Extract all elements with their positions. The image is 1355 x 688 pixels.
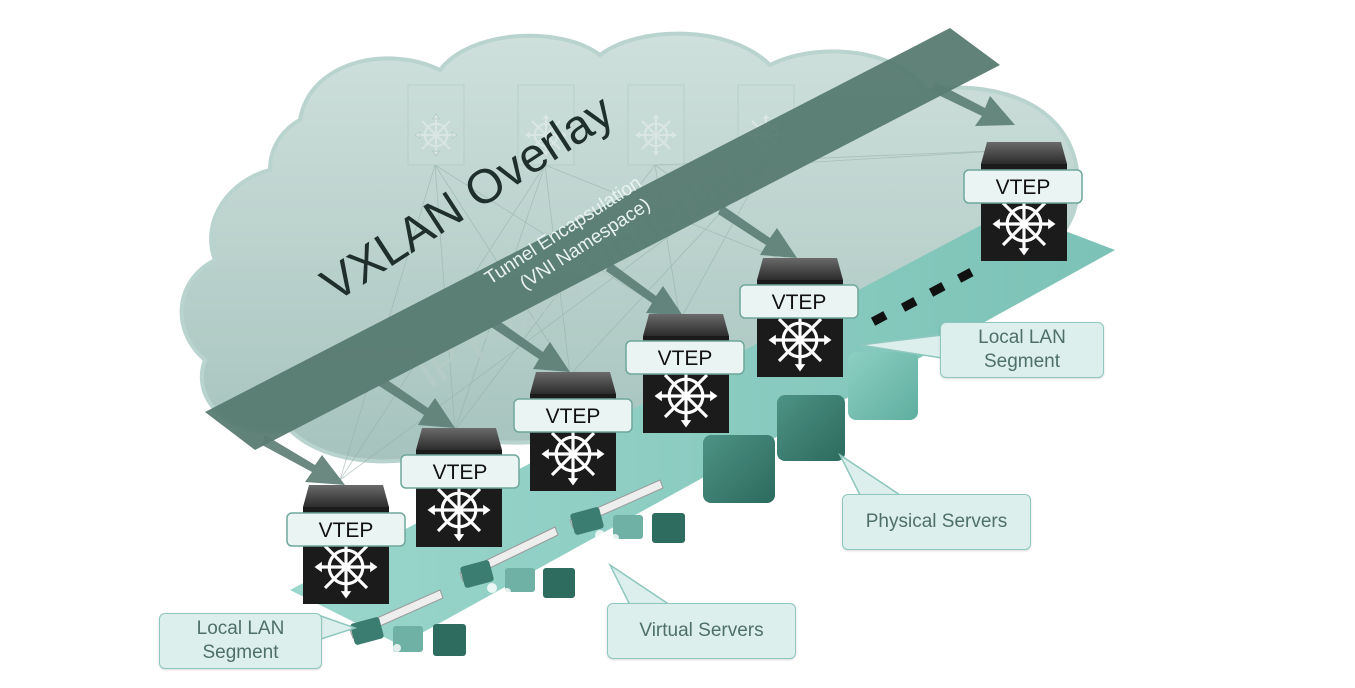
callout-local-lan-bottom-line2: Segment	[202, 642, 279, 663]
callout-local-lan-top-line1: Local LAN	[978, 327, 1066, 348]
callout-local-lan-bottom: Local LAN Segment	[159, 613, 322, 669]
virtual-servers-group-3	[349, 589, 466, 656]
vtep-label-3: VTEP	[513, 398, 633, 433]
vtep-label-2: VTEP	[400, 454, 520, 489]
continuation-dots	[870, 268, 974, 326]
callout-physical-servers-text: Physical Servers	[865, 511, 1008, 532]
vxlan-overlay-band	[205, 28, 1000, 450]
vtep-label-text: VTEP	[772, 291, 827, 314]
vtep-label-text: VTEP	[658, 347, 713, 370]
callout-virtual-servers: Virtual Servers	[607, 603, 796, 659]
physical-server	[777, 395, 845, 461]
callout-virtual-servers-text: Virtual Servers	[639, 620, 764, 641]
virtual-servers-group-1	[569, 479, 685, 543]
vtep-label-1: VTEP	[286, 512, 406, 547]
vtep-label-text: VTEP	[546, 405, 601, 428]
vtep-label-text: VTEP	[433, 461, 488, 484]
callout-physical-servers: Physical Servers	[842, 494, 1031, 550]
vtep-label-text: VTEP	[996, 176, 1051, 199]
physical-server	[703, 435, 775, 503]
vtep-label-4: VTEP	[625, 340, 745, 375]
tunnel-arrows	[262, 82, 1015, 485]
callout-local-lan-top: Local LAN Segment	[940, 322, 1104, 378]
virtual-servers-group-2	[459, 526, 575, 598]
vtep-label-5: VTEP	[739, 284, 859, 319]
vtep-label-text: VTEP	[319, 519, 374, 542]
physical-server	[848, 352, 918, 420]
vtep-label-6: VTEP	[963, 169, 1083, 204]
callout-local-lan-top-line2: Segment	[983, 351, 1061, 372]
physical-servers	[703, 352, 918, 503]
callout-local-lan-bottom-line1: Local LAN	[196, 618, 285, 639]
